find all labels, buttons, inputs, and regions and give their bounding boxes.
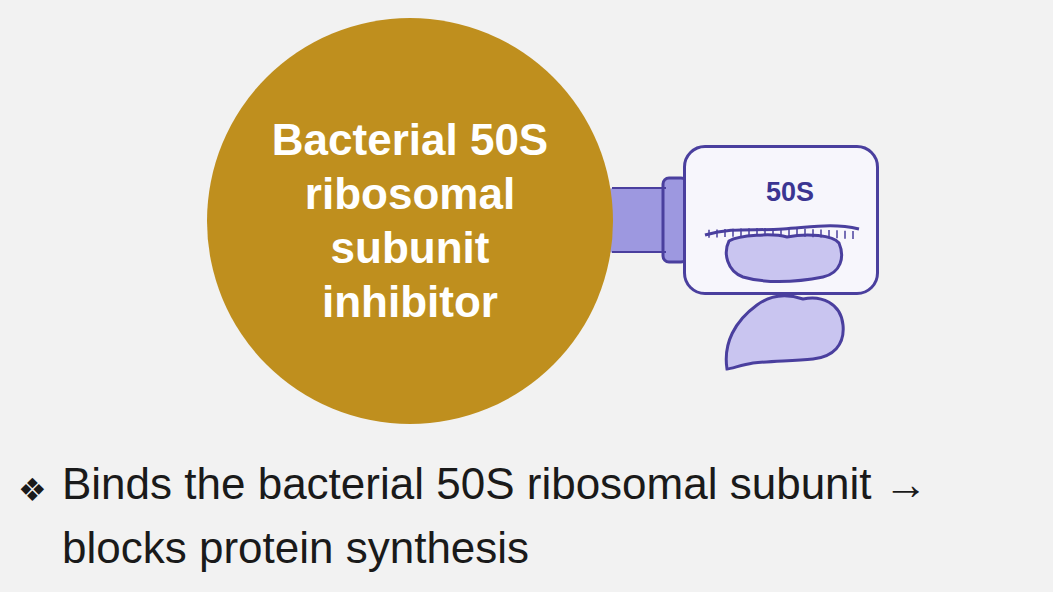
mrna-tick [756,228,758,236]
mrna-tick [716,229,718,237]
bullet-symbol: ❖ [18,458,58,522]
mrna-tick [836,230,838,238]
circle-text-wrap: Bacterial 50S ribosomal subunit inhibito… [207,18,613,424]
large-subunit [726,296,843,369]
mrna-tick [788,228,790,236]
small-subunit [726,235,841,282]
mrna-tick [804,229,806,237]
mrna-tick [820,230,822,238]
subunit-label: 50S [750,176,830,208]
circle-outline [207,18,613,424]
mrna-tick [828,230,830,238]
mrna-tick [748,228,750,236]
mrna-tick [772,228,774,236]
mrna-tick [764,228,766,236]
mrna-strand [705,226,859,235]
circle-fill [207,18,613,424]
mrna-tick [812,229,814,237]
connector-edge-line [612,187,666,189]
bullet-text: Binds the bacterial 50S ribosomal subuni… [62,452,1047,580]
mrna-tick [780,228,782,236]
drug-class-circle: Bacterial 50S ribosomal subunit inhibito… [207,18,613,424]
mrna-tick [852,231,854,239]
connector-edge-line [612,251,666,253]
ribosome-icon-box: 50S [683,145,879,295]
mrna-tick [740,228,742,236]
circle-title: Bacterial 50S ribosomal subunit inhibito… [240,113,580,329]
mrna-tick [724,229,726,237]
ribosome-illustration [686,148,876,292]
mrna-tick [796,229,798,237]
mrna-tick [844,231,846,239]
mrna-tick [708,230,710,238]
mrna-tick [732,229,734,237]
